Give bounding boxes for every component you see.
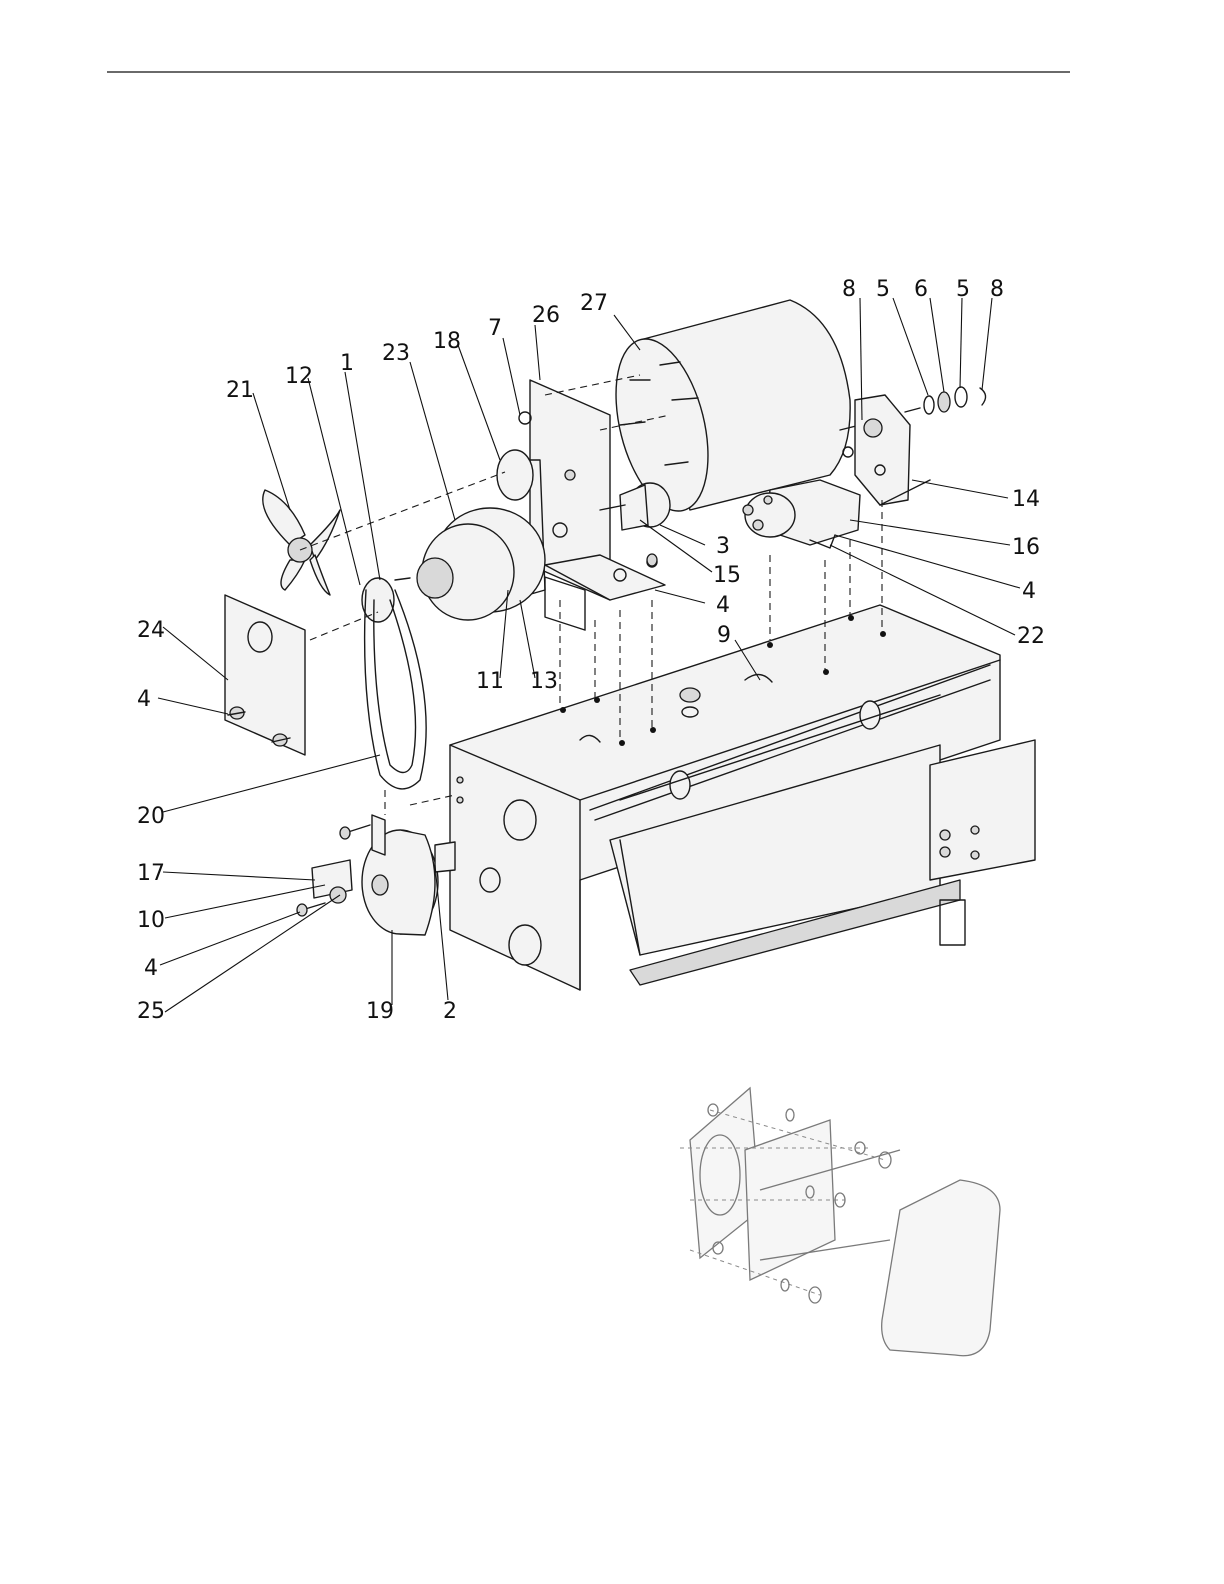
callout-24: 24	[137, 618, 165, 643]
fan-blade	[263, 490, 340, 595]
callout-9: 9	[717, 623, 731, 648]
callout-18: 18	[433, 329, 461, 354]
callout-19: 19	[366, 999, 394, 1024]
callout-27: 27	[580, 291, 608, 316]
callout-23: 23	[382, 341, 410, 366]
callout-17: 17	[137, 861, 165, 886]
callout-16: 16	[1012, 535, 1040, 560]
main-chassis	[450, 605, 1035, 990]
drive-pulley-assembly	[395, 450, 545, 620]
callout-8-left: 8	[842, 277, 856, 302]
callout-21: 21	[226, 378, 254, 403]
shaft-hardware	[905, 387, 986, 414]
callout-5-left: 5	[876, 277, 890, 302]
callout-8-right: 8	[990, 277, 1004, 302]
callout-3: 3	[716, 534, 730, 559]
callout-1: 1	[340, 351, 354, 376]
large-pulley-assembly	[312, 815, 455, 935]
callout-22: 22	[1017, 624, 1045, 649]
callout-13: 13	[530, 669, 558, 694]
end-bracket	[843, 395, 930, 505]
drive-belt	[365, 590, 427, 789]
callout-4-plate: 4	[716, 593, 730, 618]
small-pulley	[362, 578, 394, 622]
inset-motor-mount-detail	[680, 1088, 1000, 1356]
callout-10: 10	[137, 908, 165, 933]
callout-6: 6	[914, 277, 928, 302]
callout-20: 20	[137, 804, 165, 829]
callout-5-right: 5	[956, 277, 970, 302]
cover-plate	[225, 595, 305, 755]
callout-4-cover: 4	[137, 687, 151, 712]
callout-25: 25	[137, 999, 165, 1024]
callout-4-lower: 4	[144, 956, 158, 981]
callout-11: 11	[476, 669, 504, 694]
callout-15: 15	[713, 563, 741, 588]
callout-14: 14	[1012, 487, 1040, 512]
callout-2: 2	[443, 999, 457, 1024]
callout-26: 26	[532, 303, 560, 328]
callout-7: 7	[488, 316, 502, 341]
callout-4-relay: 4	[1022, 579, 1036, 604]
callout-12: 12	[285, 364, 313, 389]
